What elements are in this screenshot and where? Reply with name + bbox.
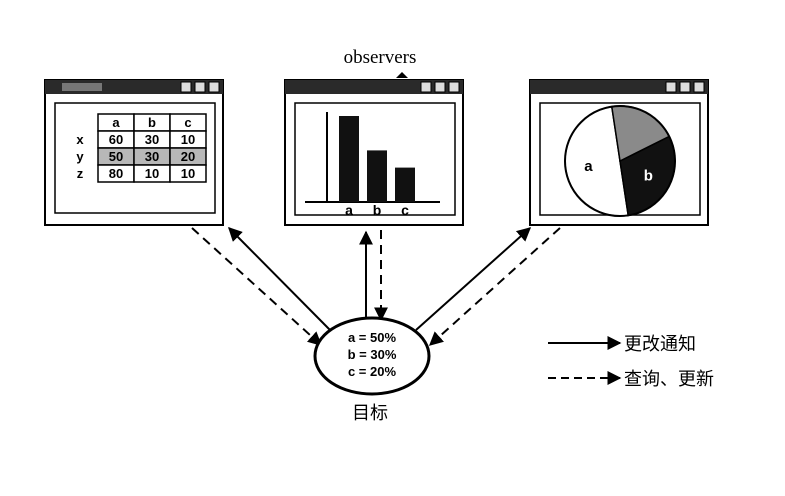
observers-title: observers — [344, 47, 417, 68]
table-window-maximize-button[interactable] — [194, 81, 206, 93]
pie-slice-label: a — [584, 158, 593, 175]
query-arrow-table — [191, 227, 323, 346]
subject-line-b: b = 30% — [348, 347, 397, 362]
pie-window-maximize-button[interactable] — [679, 81, 691, 93]
table-window-close-button[interactable] — [208, 81, 220, 93]
table-window: a b c x 60 30 10 y 50 30 20 z 80 10 10 — [44, 79, 224, 226]
pie-window: ab — [529, 79, 709, 226]
table-cell-value: 10 — [181, 132, 195, 147]
bar-window: a b c — [284, 79, 464, 226]
bar-category-label: b — [373, 202, 382, 218]
legend: 更改通知 查询、更新 — [548, 334, 714, 389]
table-header-label: a — [112, 115, 120, 130]
bar-window-minimize-button[interactable] — [420, 81, 432, 93]
legend-solid-label: 更改通知 — [624, 334, 696, 354]
table-cell-value: 30 — [145, 132, 159, 147]
bar-a — [339, 116, 359, 202]
table-header-label: b — [148, 115, 156, 130]
bar-category-label: c — [401, 202, 409, 218]
pie-window-minimize-button[interactable] — [665, 81, 677, 93]
pie-chart: ab — [564, 105, 676, 217]
bar-window-maximize-button[interactable] — [434, 81, 446, 93]
table-header-label: c — [184, 115, 191, 130]
bar-c — [395, 167, 415, 202]
subject-label: 目标 — [352, 403, 388, 423]
table-row-label: x — [76, 132, 84, 147]
table-cell-value: 30 — [145, 149, 159, 164]
pie-outline — [564, 105, 676, 217]
table-cell — [169, 164, 207, 183]
table-cell-value: 10 — [145, 166, 159, 181]
pie-window-titlebar — [530, 80, 708, 94]
subject-line-c: c = 20% — [348, 364, 397, 379]
pie-slice-label: b — [644, 168, 653, 185]
table-cell-value: 50 — [109, 149, 123, 164]
bar-b — [367, 150, 387, 202]
data-table: a b c x 60 30 10 y 50 30 20 z 80 10 10 — [76, 113, 207, 183]
query-arrow-pie — [428, 227, 561, 346]
legend-dashed-label: 查询、更新 — [624, 369, 714, 389]
table-window-minimize-button[interactable] — [180, 81, 192, 93]
table-row-label: z — [77, 166, 84, 181]
table-cell-value: 20 — [181, 149, 195, 164]
table-cell-value: 10 — [181, 166, 195, 181]
subject-line-a: a = 50% — [348, 330, 397, 345]
notify-arrow-table — [228, 227, 331, 331]
bar-window-close-button[interactable] — [448, 81, 460, 93]
title-pointer — [396, 72, 408, 78]
subject-node: a = 50% b = 30% c = 20% — [313, 316, 431, 396]
bar-chart: a b c — [339, 116, 415, 218]
table-row-label: y — [76, 149, 84, 164]
pie-window-close-button[interactable] — [693, 81, 705, 93]
table-cell-value: 80 — [109, 166, 123, 181]
bar-category-label: a — [345, 202, 353, 218]
table-cell-value: 60 — [109, 132, 123, 147]
notify-arrow-pie — [415, 227, 532, 331]
bar-window-titlebar — [285, 80, 463, 94]
